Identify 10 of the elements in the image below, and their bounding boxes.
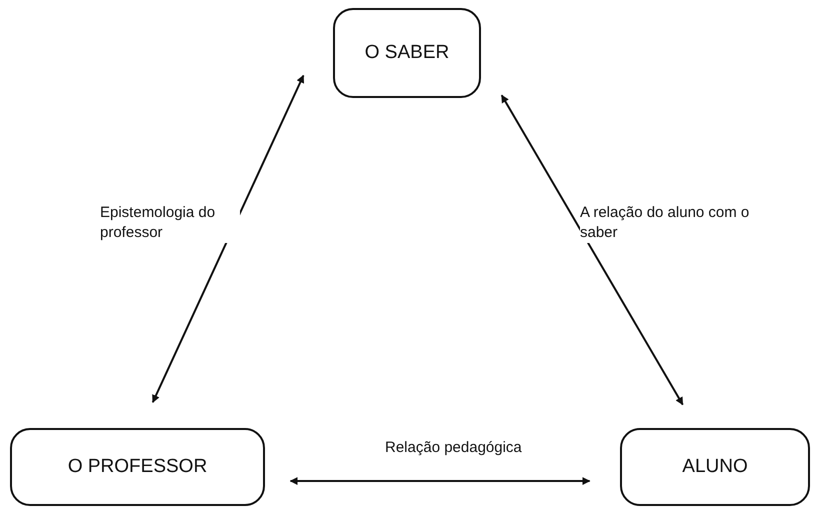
node-label: O SABER	[364, 42, 450, 64]
double-arrow	[152, 74, 304, 403]
node-label: ALUNO	[682, 456, 748, 478]
rounded-box	[10, 428, 265, 506]
rounded-box	[620, 428, 810, 506]
node-label: O PROFESSOR	[68, 456, 208, 478]
edge-label: Epistemologia do professor	[100, 203, 240, 243]
double-arrow	[290, 477, 590, 486]
double-arrow	[500, 94, 684, 406]
rounded-box	[333, 8, 481, 98]
